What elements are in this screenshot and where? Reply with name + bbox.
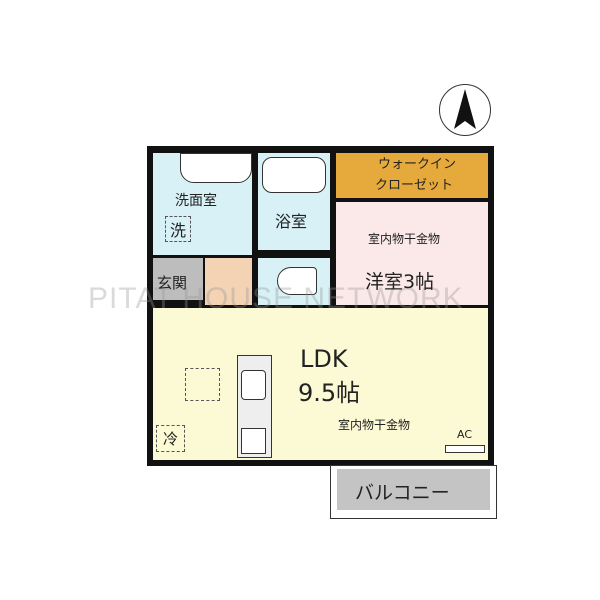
label-washroom: 洗面室 bbox=[175, 193, 217, 209]
label-wic-1: ウォークイン bbox=[378, 157, 457, 172]
room-hall bbox=[205, 258, 252, 305]
ac-unit bbox=[445, 445, 485, 453]
compass-north-icon bbox=[439, 84, 491, 136]
label-ldk-size: 9.5帖 bbox=[298, 379, 361, 407]
label-bath: 浴室 bbox=[275, 212, 308, 231]
label-western-dry: 室内物干金物 bbox=[368, 232, 441, 246]
label-ac: AC bbox=[457, 428, 473, 441]
room-western bbox=[336, 202, 488, 305]
balcony-floor bbox=[337, 469, 490, 510]
storage-box bbox=[185, 368, 220, 401]
label-wic-2: クローゼット bbox=[375, 178, 454, 193]
room-ldk bbox=[153, 308, 488, 460]
label-entrance: 玄関 bbox=[157, 274, 188, 292]
label-fridge: 冷 bbox=[156, 425, 186, 452]
washbasin bbox=[180, 153, 252, 183]
room-entrance bbox=[153, 258, 203, 300]
toilet-icon bbox=[277, 267, 317, 295]
label-balcony: バルコニー bbox=[355, 482, 450, 504]
watermark: PITAT HOUSE NETWORK bbox=[88, 282, 464, 315]
label-ldk: LDK bbox=[300, 345, 348, 373]
label-washer: 洗 bbox=[165, 216, 192, 242]
bathtub-icon bbox=[262, 157, 326, 193]
label-ldk-dry: 室内物干金物 bbox=[338, 418, 411, 432]
sink-icon bbox=[241, 370, 266, 400]
stove-icon bbox=[241, 428, 266, 454]
room-wic bbox=[336, 153, 488, 198]
label-western: 洋室3帖 bbox=[365, 271, 435, 293]
